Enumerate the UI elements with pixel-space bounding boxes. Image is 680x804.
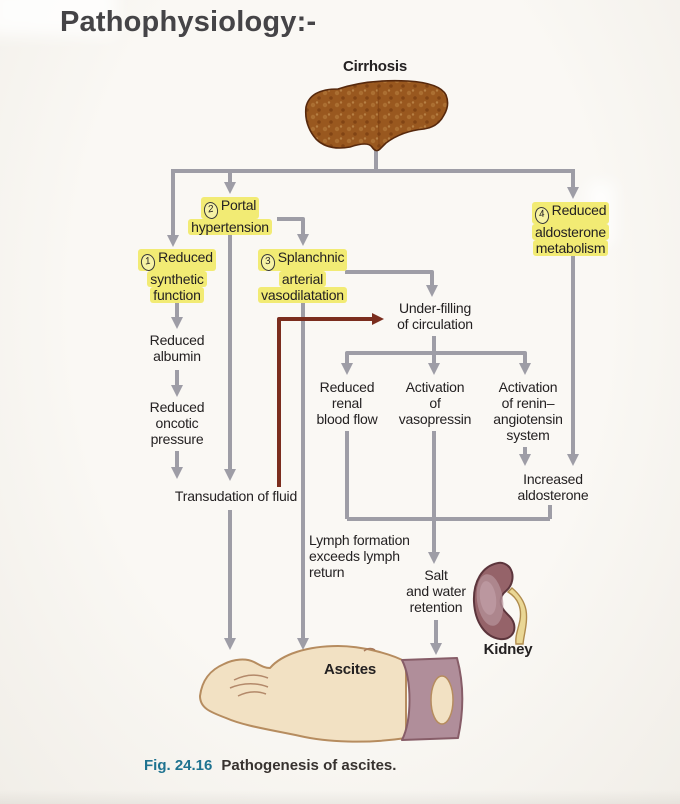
underfilling-branch-line [345,351,527,355]
body-illustration [199,645,464,743]
node-activation-vasopressin: Activation of vasopressin [398,379,472,427]
figure-caption-text: Pathogenesis of ascites. [221,757,397,774]
node-underfilling-circulation: Under-filling of circulation [397,300,473,332]
figure-number: Fig. 24.16 [144,757,213,774]
circled-number: 4 [533,205,551,226]
node-reduced-albumin: Reduced albumin [149,332,205,364]
node-reduced-oncotic-pressure: Reduced oncotic pressure [149,399,205,447]
node-activation-renin-angiotensin: Activation of renin– angiotensin system [493,379,563,443]
circled-number: 2 [202,200,220,221]
figure-caption: Fig. 24.16 Pathogenesis of ascites. [144,757,396,774]
node-reduced-renal-blood-flow: Reduced renal blood flow [316,379,378,427]
node-lymph-formation: Lymph formation exceeds lymph return [309,532,410,580]
circled-number: 1 [139,252,157,273]
node-salt-water-retention: Salt and water retention [406,567,466,615]
node-transudation-of-fluid: Transudation of fluid [174,488,298,504]
liver-illustration [304,79,449,152]
kidney-illustration [472,561,528,645]
circled-number: 3 [259,252,277,273]
node-cirrhosis: Cirrhosis [342,58,408,75]
top-branch-line [171,169,575,173]
node-ascites-label: Ascites [324,661,376,678]
page-title: Pathophysiology:- [60,6,317,38]
node-increased-aldosterone: Increased aldosterone [517,471,589,503]
node-kidney-label: Kidney [483,641,533,658]
